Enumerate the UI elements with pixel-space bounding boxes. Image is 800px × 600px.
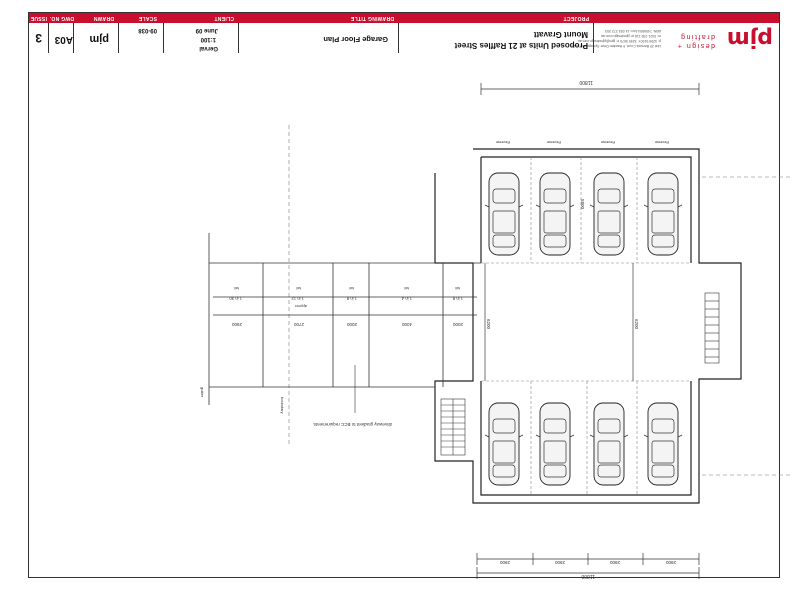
car-icon xyxy=(484,172,524,256)
overall-dim-top-text: 11800 xyxy=(579,79,593,85)
boundary-dashes-right xyxy=(288,125,792,476)
label-drawn: DRAWN xyxy=(93,15,114,21)
driveway-ramp xyxy=(208,233,481,405)
bay-dimension: 2900 xyxy=(554,560,565,565)
ramp-grade-tag: fall xyxy=(296,286,301,290)
drawing-title: Garage Floor Plan xyxy=(323,35,388,44)
firm-address-3: m: 0421 235 116 w: pjmdesign.com.au xyxy=(601,34,661,38)
ramp-grade-tag: fall xyxy=(349,286,354,290)
rear-label: Reverse xyxy=(655,140,669,144)
label-drawing-title: DRAWING TITLE xyxy=(350,15,394,21)
scale-value: 1:100 xyxy=(200,36,216,42)
plan-svg: 11800 xyxy=(200,79,792,579)
ramp-grade: 1 in 12 xyxy=(291,296,304,301)
issue-value: 3 xyxy=(35,31,42,45)
ramp-grade: 1 in 8 xyxy=(452,296,463,301)
title-block-label-strip: PROJECT DRAWING TITLE CLIENT SCALE DRAWN… xyxy=(29,13,779,23)
bay-dimension: 2900 xyxy=(499,560,510,565)
overall-dim-bottom-text: 11800 xyxy=(581,573,595,579)
car-icon xyxy=(484,402,524,486)
car-icon xyxy=(535,402,575,486)
ramp-label-group: 2000 4000 2000 2700 2900 1 in 8 fall 1 in 4 fall… xyxy=(229,286,463,327)
project-line-2: Mount Gravatt xyxy=(533,30,588,39)
project-line-1: Proposed Units at 21 Raffles Street xyxy=(454,41,588,50)
rear-label: Reverse xyxy=(601,140,615,144)
overall-dimension-top xyxy=(480,83,700,95)
driveway-note: driveway gradient to BCC requirements xyxy=(313,422,392,427)
stair-left xyxy=(440,398,466,456)
bay-dimension: 2900 xyxy=(665,560,676,565)
ramp-dimension: 2900 xyxy=(231,322,242,327)
title-block: pjm design + drafting Unit 29 Berwick Co… xyxy=(29,13,779,53)
ramp-grade-tag: fall xyxy=(404,286,409,290)
ramp-dimension: 2000 xyxy=(452,322,463,327)
ramp-grade: 1 in 30 xyxy=(229,296,242,301)
building-outline xyxy=(434,148,742,504)
firm-logo-word-2: drafting xyxy=(679,33,715,40)
label-scale: SCALE xyxy=(138,15,157,21)
boundary-note: boundary xyxy=(280,397,285,414)
label-dwg-no: DWG NO. xyxy=(49,15,74,21)
rear-label: Reverse xyxy=(547,140,561,144)
approx-note: approx xyxy=(295,304,307,309)
issue-date-value: June 09 xyxy=(195,27,218,33)
aisle-lines xyxy=(484,263,634,381)
ramp-dimension: 4000 xyxy=(401,322,412,327)
rear-label: Reverse xyxy=(496,140,510,144)
dwg-no-value: A03 xyxy=(54,34,73,45)
ramp-grade-tag: fall xyxy=(234,286,239,290)
parking-dim: 5800 xyxy=(580,199,585,210)
ramp-grade-tag: fall xyxy=(455,286,460,290)
ramp-dimension: 2000 xyxy=(346,322,357,327)
label-project: PROJECT xyxy=(563,15,589,21)
drawn-cell: pjm xyxy=(74,23,119,53)
firm-address-4: ABN: 7456894 Acn: 14 093 272 353 xyxy=(605,29,661,33)
car-icon xyxy=(535,172,575,256)
ramp-dimension: 2700 xyxy=(293,322,304,327)
bottom-dimensions xyxy=(476,553,700,579)
ramp-grade: 1 in 4 xyxy=(401,296,412,301)
drawing-title-cell: Garage Floor Plan xyxy=(239,23,399,53)
ramp-grade: 1 in 8 xyxy=(346,296,357,301)
label-issue: ISSUE xyxy=(30,15,47,21)
project-no-value: 09-038 xyxy=(138,27,157,33)
car-icon xyxy=(589,402,629,486)
aisle-dim-1: 6200 xyxy=(486,319,491,330)
kerb-note: gutter xyxy=(200,387,205,398)
client-scale-cell: Gerval 1:100 June 09 xyxy=(164,23,239,53)
firm-logo-word-1: design + xyxy=(676,42,715,49)
car-icon xyxy=(643,172,683,256)
car-icon xyxy=(589,172,629,256)
project-cell: Proposed Units at 21 Raffles Street Moun… xyxy=(399,23,594,53)
car-group xyxy=(484,172,683,486)
stair-right xyxy=(704,292,720,364)
garage-floor-plan: 11800 xyxy=(57,65,800,591)
drawing-frame: pjm design + drafting Unit 29 Berwick Co… xyxy=(28,12,792,579)
drawn-mark: pjm xyxy=(89,33,109,45)
rear-label-group: Reverse Reverse Reverse Reverse xyxy=(496,140,669,144)
issue-cell: 3 xyxy=(29,23,49,53)
client-value: Gerval xyxy=(199,45,218,51)
dwg-no-cell: A03 xyxy=(49,23,74,53)
aisle-dim-2: 6200 xyxy=(634,319,639,330)
title-block-main: pjm design + drafting Unit 29 Berwick Co… xyxy=(29,22,779,53)
label-client: CLIENT xyxy=(214,15,234,21)
bottom-dim-label-group: 2900 2900 2900 2900 xyxy=(499,560,676,565)
parking-bay-lines xyxy=(481,157,691,495)
car-icon xyxy=(643,402,683,486)
firm-logo-mark: pjm xyxy=(726,26,773,51)
project-no-cell: 09-038 xyxy=(119,23,164,53)
bay-dimension: 2900 xyxy=(609,560,620,565)
